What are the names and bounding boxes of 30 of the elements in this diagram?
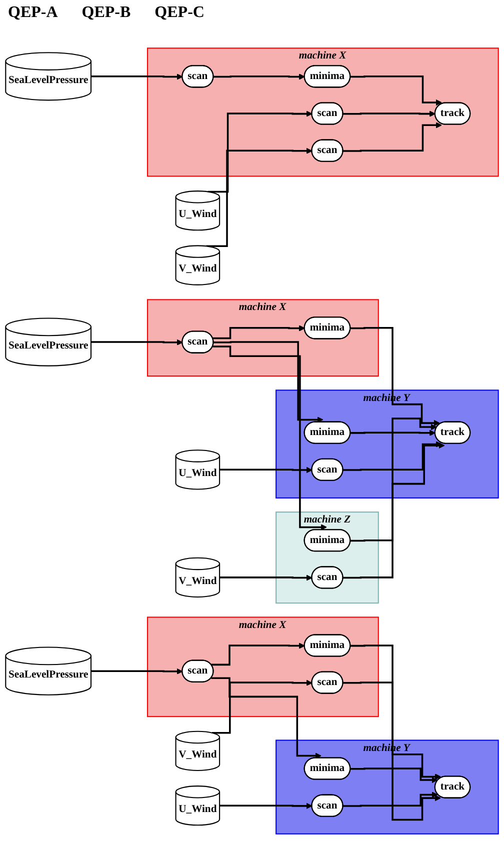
arrow [220,802,312,810]
arrow [91,74,183,80]
arrow [343,122,442,152]
arrow [220,574,312,581]
panel-label: QEP-A [8,4,58,22]
arrow [343,792,438,807]
arrow [343,442,445,579]
arrow [212,325,305,340]
arrow [350,418,437,542]
arrow [91,668,183,674]
arrow [350,327,440,426]
arrow [212,346,327,530]
arrow [208,110,312,193]
arrow [343,682,441,821]
arrow [206,148,312,248]
arrow [343,110,436,117]
arrow [343,441,442,471]
arrow [350,768,438,784]
arrow [211,642,305,666]
arrow [350,430,436,436]
arrow [350,76,442,106]
arrow [220,466,312,474]
panel-label: QEP-C [154,4,204,22]
arrow [214,74,305,80]
arrow [91,339,183,346]
arrow [350,644,441,780]
panel-label: QEP-B [82,4,131,22]
arrow [214,341,324,423]
arrow [212,680,312,734]
arrow [211,677,322,759]
